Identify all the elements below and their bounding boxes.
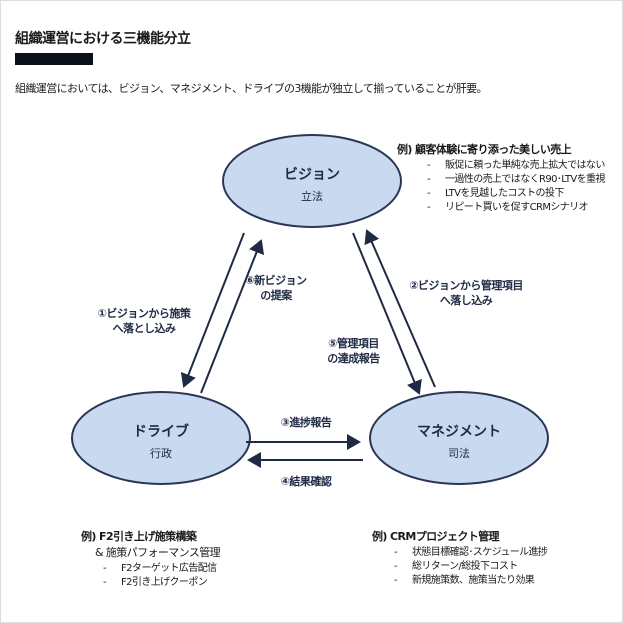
vision-name: ビジョン [284, 167, 340, 183]
arrow-6-label: ⑥新ビジョンの提案 [245, 274, 307, 302]
list-item: LTVを見越したコストの投下 [427, 187, 605, 201]
page-title: 組織運営における三機能分立 [15, 31, 191, 47]
arrow-2-label: ②ビジョンから管理項目へ落し込み [409, 279, 523, 307]
arrow-2 [352, 232, 422, 395]
vision-node: ビジョン 立法 [222, 164, 402, 204]
drive-name: ドライブ [133, 424, 189, 440]
drive-ellipse [71, 391, 251, 485]
list-item: F2引き上げクーポン [103, 576, 220, 590]
vision-ellipse [222, 134, 402, 228]
list-item: 新規施策数、施策当たり効果 [394, 574, 547, 588]
management-name: マネジメント [417, 424, 501, 440]
arrow-5-label: ⑤管理項目の達成報告 [327, 337, 380, 365]
management-sub: 司法 [448, 447, 470, 460]
list-item: リピート買いを促すCRMシナリオ [427, 201, 605, 215]
management-example: 例) CRMプロジェクト管理 状態目標確認･スケジュール進捗 総リターン/総投下… [372, 528, 548, 588]
arrow-5 [364, 229, 436, 388]
list-item: 総リターン/総投下コスト [394, 560, 547, 574]
list-item: 一過性の売上ではなくR90･LTVを重視 [427, 173, 605, 187]
vision-sub: 立法 [301, 190, 323, 203]
list-item: 状態目標確認･スケジュール進捗 [394, 546, 548, 560]
vision-example: 例) 顧客体験に寄り添った美しい売上 販促に頼った単純な売上拡大ではない 一過性… [397, 141, 605, 215]
list-item: 販促に頼った単純な売上拡大ではない [427, 159, 605, 173]
title-underline-bar [15, 53, 93, 65]
management-ellipse [369, 391, 549, 485]
drive-example: 例) F2引き上げ施策構築 & 施策パフォーマンス管理 F2ターゲット広告配信 … [81, 528, 221, 590]
arrow-3-label: ③進捗報告 [280, 416, 332, 429]
management-node: マネジメント 司法 [369, 421, 549, 461]
arrow-1 [180, 232, 245, 388]
arrow-4-label: ④結果確認 [280, 475, 332, 488]
lead-text: 組織運営においては、ビジョン、マネジメント、ドライブの3機能が独立して揃っている… [15, 82, 488, 95]
drive-node: ドライブ 行政 [71, 421, 251, 461]
arrow-6 [200, 239, 265, 394]
arrow-1-label: ①ビジョンから施策へ落とし込み [97, 307, 191, 335]
drive-sub: 行政 [150, 447, 172, 460]
list-item: F2ターゲット広告配信 [103, 562, 220, 576]
